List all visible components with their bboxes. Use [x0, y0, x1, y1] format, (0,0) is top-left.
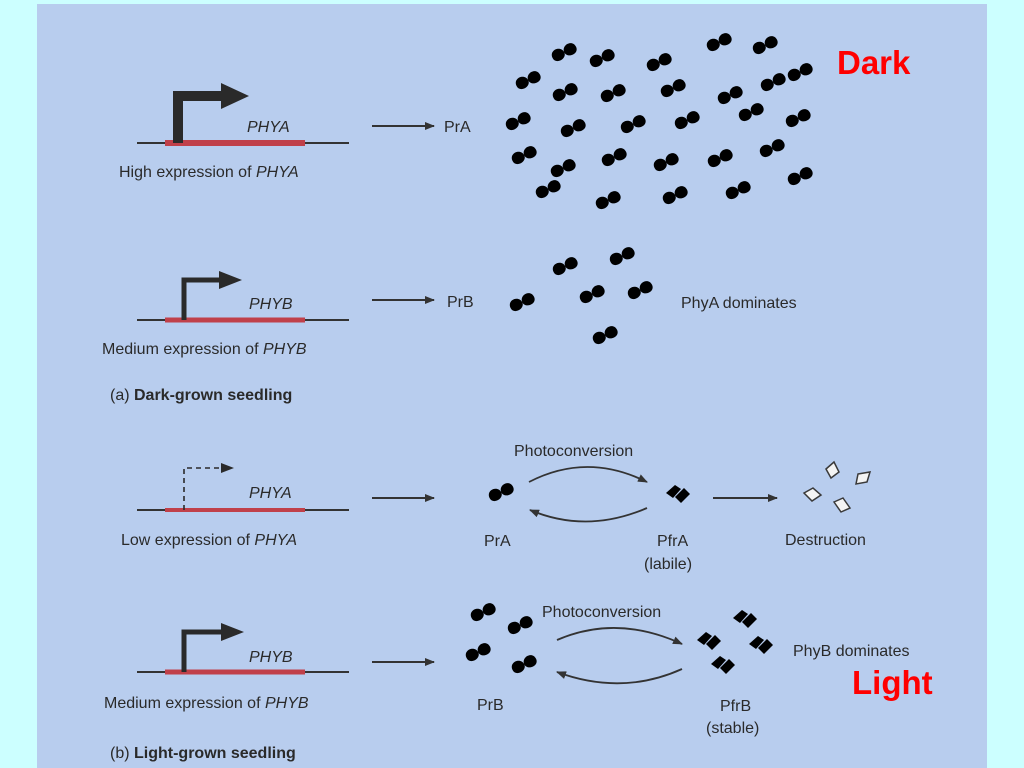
pfrb-label: PfrB: [720, 698, 751, 715]
light-phya-reverse-arrow: [529, 507, 648, 523]
dark-phya-gene-label: PHYA: [247, 119, 290, 136]
light-phya-photoconversion-label: Photoconversion: [514, 443, 633, 460]
pfra-labile-note: (labile): [644, 556, 692, 573]
light-phya-expression: Low expression of PHYA: [121, 532, 297, 549]
dark-phya-expression: High expression of PHYA: [119, 164, 299, 181]
strong-promoter-arrow-icon: [173, 91, 223, 143]
pfrb-molecule-cluster: [697, 610, 773, 674]
light-phya-gene-label: PHYA: [249, 485, 292, 502]
light-pra-molecule: [486, 481, 518, 507]
medium-promoter-arrow-icon: [181, 277, 221, 320]
phya-dominates-note: PhyA dominates: [681, 295, 797, 312]
weak-promoter-arrow-icon: [183, 467, 223, 510]
light-label: Light: [852, 664, 933, 701]
light-prb-label: PrB: [477, 697, 504, 714]
phytochrome-diagram: Dark Light PHYA High expression of PHYA …: [102, 31, 933, 762]
pfrb-stable-note: (stable): [706, 720, 759, 737]
dark-phyb-expression: Medium expression of PHYB: [102, 341, 307, 358]
destroyed-fragments: [802, 460, 872, 513]
destruction-label: Destruction: [785, 532, 866, 549]
phyb-dominates-note: PhyB dominates: [793, 643, 910, 660]
dark-prb-molecule-cluster: [507, 245, 657, 350]
medium-promoter-arrow-icon: [181, 629, 223, 672]
dark-section-caption: (a) Dark-grown seedling: [110, 387, 292, 404]
light-phyb-gene-label: PHYB: [249, 649, 293, 666]
light-phyb-reverse-arrow: [556, 668, 683, 685]
pfra-label: PfrA: [657, 533, 688, 550]
light-section-caption: (b) Light-grown seedling: [110, 745, 296, 762]
light-phyb-expression: Medium expression of PHYB: [104, 695, 309, 712]
light-phyb-gene: PHYB Medium expression of PHYB: [104, 623, 349, 712]
dark-label: Dark: [837, 44, 911, 81]
dark-phyb-gene: PHYB Medium expression of PHYB: [102, 271, 349, 358]
dark-phya-gene: PHYA High expression of PHYA: [119, 83, 349, 181]
light-phya-gene: PHYA Low expression of PHYA: [121, 463, 349, 549]
light-phyb-forward-arrow: [556, 627, 683, 645]
dark-pra-molecule-cluster: [503, 31, 817, 215]
dark-phya-product: PrA: [444, 119, 471, 136]
pfra-molecule: [666, 485, 690, 503]
light-pra-label: PrA: [484, 533, 511, 550]
dark-phyb-product: PrB: [447, 294, 474, 311]
dark-phyb-gene-label: PHYB: [249, 296, 293, 313]
light-phyb-photoconversion-label: Photoconversion: [542, 604, 661, 621]
light-phya-forward-arrow: [528, 466, 648, 483]
figure-panel: Dark Light PHYA High expression of PHYA …: [37, 4, 987, 768]
light-prb-molecule-cluster: [463, 601, 541, 679]
